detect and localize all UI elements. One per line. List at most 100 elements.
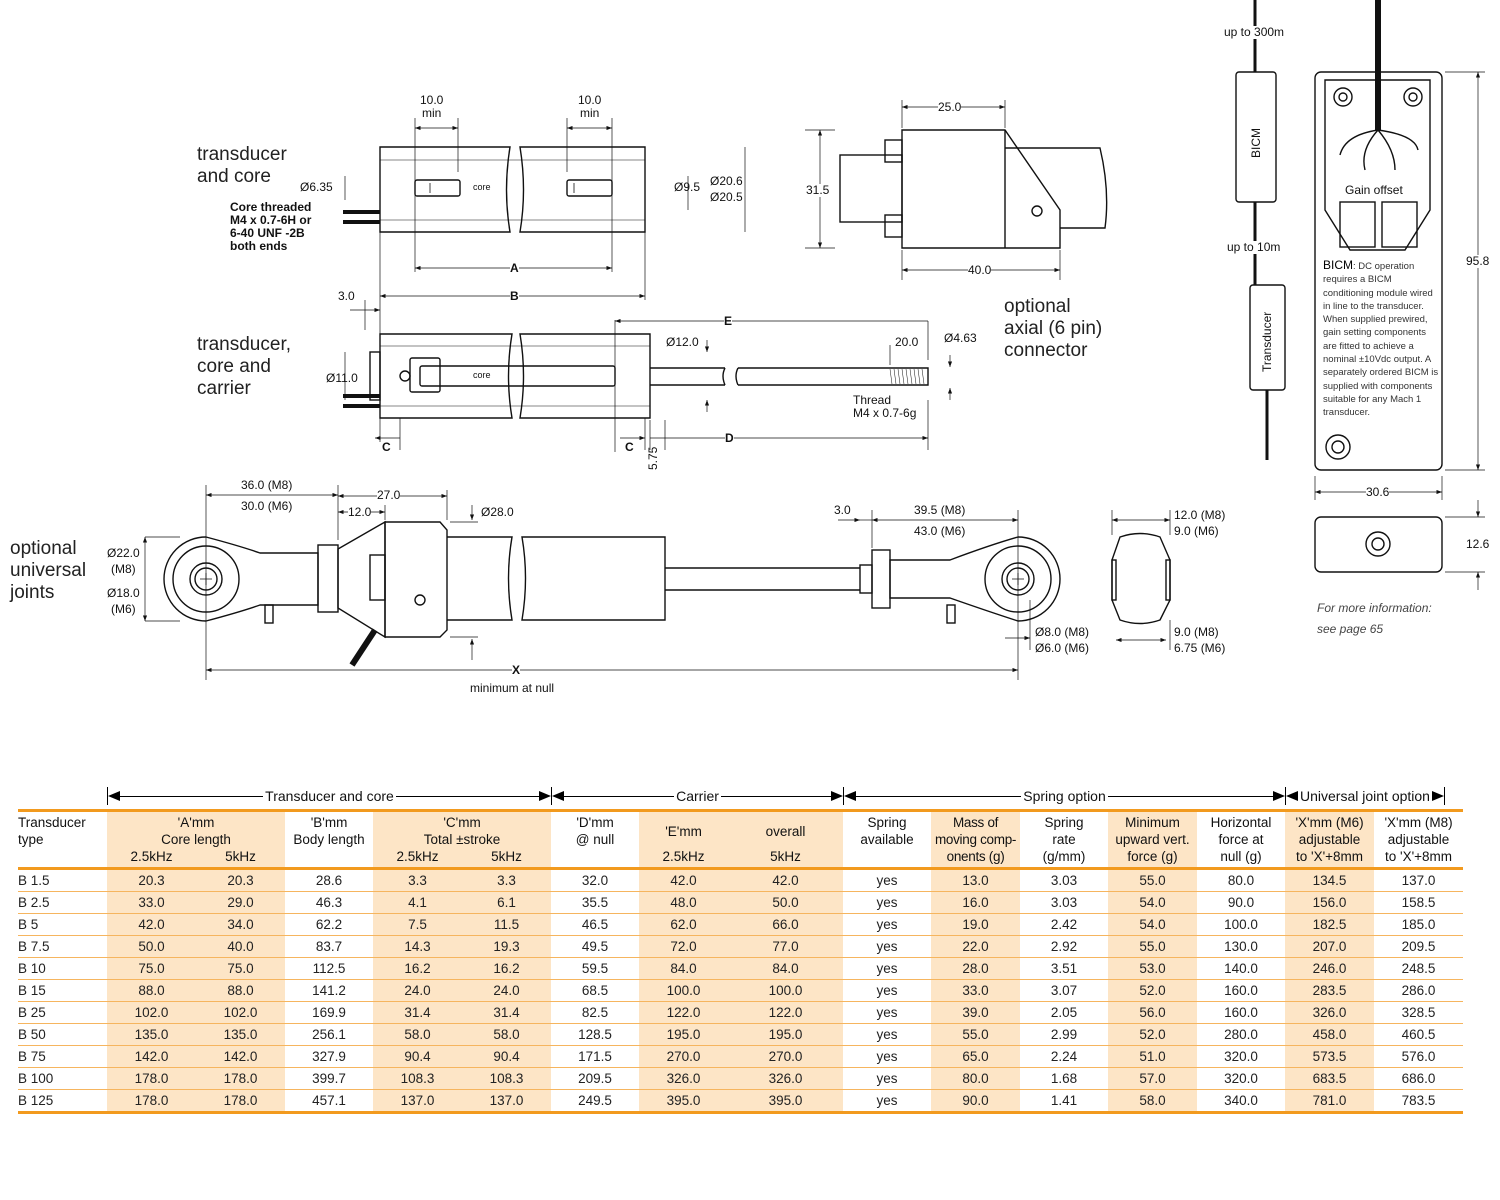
cell-c-5khz: 31.4 [462,1001,552,1024]
group-transducer-core: Transducer and core [107,786,552,806]
cell-x-m8: 248.5 [1374,957,1464,980]
cell-c-5khz: 3.3 [462,868,552,892]
cell-x-m6: 134.5 [1285,868,1375,892]
cell-e-25khz: 395.0 [639,1089,729,1114]
cell-type: B 5 [18,913,107,936]
cell-b: 62.2 [285,913,374,936]
title-transducer-core: transducer and core [197,144,287,187]
cell-e-25khz: 48.0 [639,891,729,914]
cell-rate: 2.05 [1020,1001,1109,1024]
header-mass: Mass of moving comp- onents (g) [931,809,1021,870]
cell-a-25khz: 20.3 [107,868,196,892]
cell-a-5khz: 40.0 [196,935,286,958]
cell-x-m8: 686.0 [1374,1067,1464,1090]
cell-type: B 25 [18,1001,107,1024]
cell-a-5khz: 178.0 [196,1089,286,1114]
cell-x-m8: 783.5 [1374,1089,1464,1114]
cell-a-5khz: 75.0 [196,957,286,980]
dim-3: 3.0 [338,289,355,303]
header-type: Transducer type [18,809,107,870]
cell-a-5khz: 178.0 [196,1067,286,1090]
header-rate: Spring rate (g/mm) [1020,809,1109,870]
uj-dim-395: 39.5 (M8) [914,503,966,517]
cell-e-25khz: 72.0 [639,935,729,958]
dim-b: B [510,289,519,303]
cell-d: 82.5 [551,1001,640,1024]
cell-rate: 3.07 [1020,979,1109,1002]
cell-d: 46.5 [551,913,640,936]
gain-offset-label: Gain offset [1345,183,1403,197]
cell-c-5khz: 108.3 [462,1067,552,1090]
cell-b: 327.9 [285,1045,374,1068]
bicm-note: BICM: DC operation requires a BICM condi… [1323,258,1439,420]
uj-dim-d28: Ø28.0 [481,505,514,519]
uj-min-null: minimum at null [470,681,555,695]
cell-x-m8: 286.0 [1374,979,1464,1002]
cell-e-5khz: 84.0 [728,957,844,980]
dim-c-right: C [625,440,634,454]
cell-horizontal: 340.0 [1197,1089,1286,1114]
cell-e-5khz: 270.0 [728,1045,844,1068]
cell-c-25khz: 4.1 [373,891,463,914]
cell-min-upward: 54.0 [1108,891,1198,914]
header-a-25khz: 2.5kHz [107,848,196,870]
core-label-1: core [473,182,491,192]
header-overall: overall [728,809,844,848]
cell-spring: yes [843,913,932,936]
cell-min-upward: 58.0 [1108,1089,1198,1114]
cell-a-25khz: 142.0 [107,1045,196,1068]
cell-min-upward: 57.0 [1108,1067,1198,1090]
cell-horizontal: 80.0 [1197,868,1286,892]
cell-x-m6: 156.0 [1285,891,1375,914]
cell-mass: 55.0 [931,1023,1021,1046]
cell-rate: 2.99 [1020,1023,1109,1046]
dim-d12: Ø12.0 [666,335,699,349]
cell-mass: 28.0 [931,957,1021,980]
cell-a-5khz: 142.0 [196,1045,286,1068]
cell-e-5khz: 326.0 [728,1067,844,1090]
cell-min-upward: 52.0 [1108,1023,1198,1046]
cell-min-upward: 54.0 [1108,913,1198,936]
cell-rate: 2.42 [1020,913,1109,936]
cell-c-25khz: 137.0 [373,1089,463,1114]
cell-type: B 125 [18,1089,107,1114]
bicm-note-text: : DC operation requires a BICM condition… [1323,261,1439,419]
cell-type: B 7.5 [18,935,107,958]
uj-dim-3: 3.0 [834,503,851,517]
cable-up-300: up to 300m [1224,25,1285,39]
header-x-m6: 'X'mm (M6) adjustable to 'X'+8mm [1285,809,1375,870]
cell-a-5khz: 34.0 [196,913,286,936]
cell-a-25khz: 75.0 [107,957,196,980]
cell-mass: 19.0 [931,913,1021,936]
universal-joint-drawing [142,485,1171,680]
cell-e-25khz: 84.0 [639,957,729,980]
dim-d: D [725,431,734,445]
dim-20: 20.0 [895,335,919,349]
cell-mass: 13.0 [931,868,1021,892]
cell-horizontal: 320.0 [1197,1045,1286,1068]
cell-e-5khz: 195.0 [728,1023,844,1046]
header-d: 'D'mm @ null [551,809,640,870]
side-dim-12: 12.0 (M8) 9.0 (M6) [1174,508,1226,538]
cell-x-m6: 207.0 [1285,935,1375,958]
core-thread-note: Core threaded M4 x 0.7-6H or 6-40 UNF -2… [230,200,312,253]
cell-e-5khz: 122.0 [728,1001,844,1024]
cell-mass: 16.0 [931,891,1021,914]
cell-spring: yes [843,1045,932,1068]
transducer-box-label: Transducer [1260,311,1274,372]
uj-dim-27: 27.0 [377,488,401,502]
uj-dim-d22: Ø22.0 (M8) [107,546,140,576]
more-info-line-1: For more information: [1317,601,1432,615]
dim-d463: Ø4.63 [944,331,977,345]
cell-a-5khz: 29.0 [196,891,286,914]
title-transducer-core-carrier: transducer, core and carrier [197,334,291,399]
cell-a-25khz: 178.0 [107,1089,196,1114]
cell-rate: 3.51 [1020,957,1109,980]
transducer-core-drawing [343,118,746,442]
cell-spring: yes [843,1001,932,1024]
cell-b: 169.9 [285,1001,374,1024]
